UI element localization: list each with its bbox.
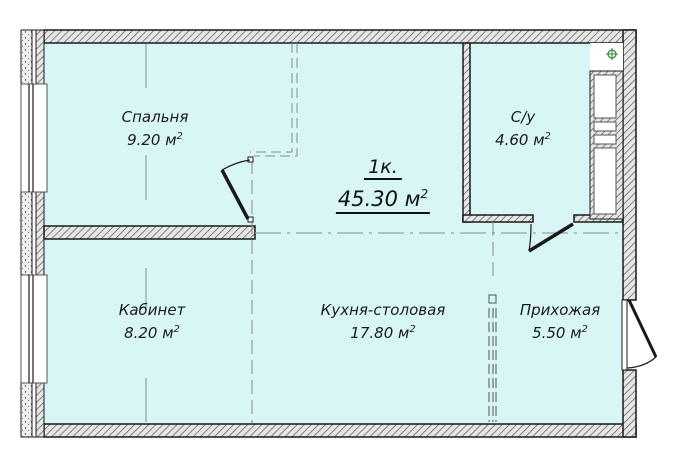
- ventilation-shaft: [589, 43, 624, 220]
- room-area: 9.20 м: [127, 131, 177, 149]
- room-name: С/у: [510, 108, 536, 126]
- room-area: 17.80 м: [350, 324, 410, 342]
- room-label-bedroom: Спальня 9.20 м2: [121, 108, 189, 149]
- room-name: Кабинет: [118, 301, 186, 319]
- room-label-study: Кабинет 8.20 м2: [118, 301, 186, 342]
- wall-top: [43, 29, 637, 44]
- room-name: Прихожая: [519, 301, 601, 319]
- window-study: [20, 274, 48, 384]
- door-bathroom: [528, 222, 574, 253]
- window-bedroom: [20, 83, 48, 193]
- room-name: Спальня: [121, 108, 189, 126]
- room-area: 5.50 м: [532, 324, 582, 342]
- wall-right-upper: [622, 29, 637, 301]
- room-label-bathroom: С/у 4.60 м2: [495, 108, 551, 149]
- room-label-hallway: Прихожая 5.50 м2: [519, 301, 601, 342]
- door-entry: [621, 299, 658, 371]
- door-bedroom: [220, 156, 254, 223]
- wall-right-lower: [622, 369, 637, 438]
- room-area: 8.20 м: [124, 324, 174, 342]
- room-name: Кухня-столовая: [320, 301, 446, 319]
- wall-bottom: [43, 423, 637, 438]
- apartment-summary: 1к. 45.30 м2: [335, 156, 431, 214]
- apartment-type: 1к.: [364, 156, 402, 180]
- total-area: 45.30 м: [337, 187, 421, 211]
- sliding-partition: [488, 294, 497, 422]
- room-area: 4.60 м: [495, 131, 545, 149]
- room-label-kitchen-dining: Кухня-столовая 17.80 м2: [320, 301, 446, 342]
- crosshair-marker-icon: [606, 48, 618, 60]
- wall-partition-bedroom-study: [43, 225, 256, 240]
